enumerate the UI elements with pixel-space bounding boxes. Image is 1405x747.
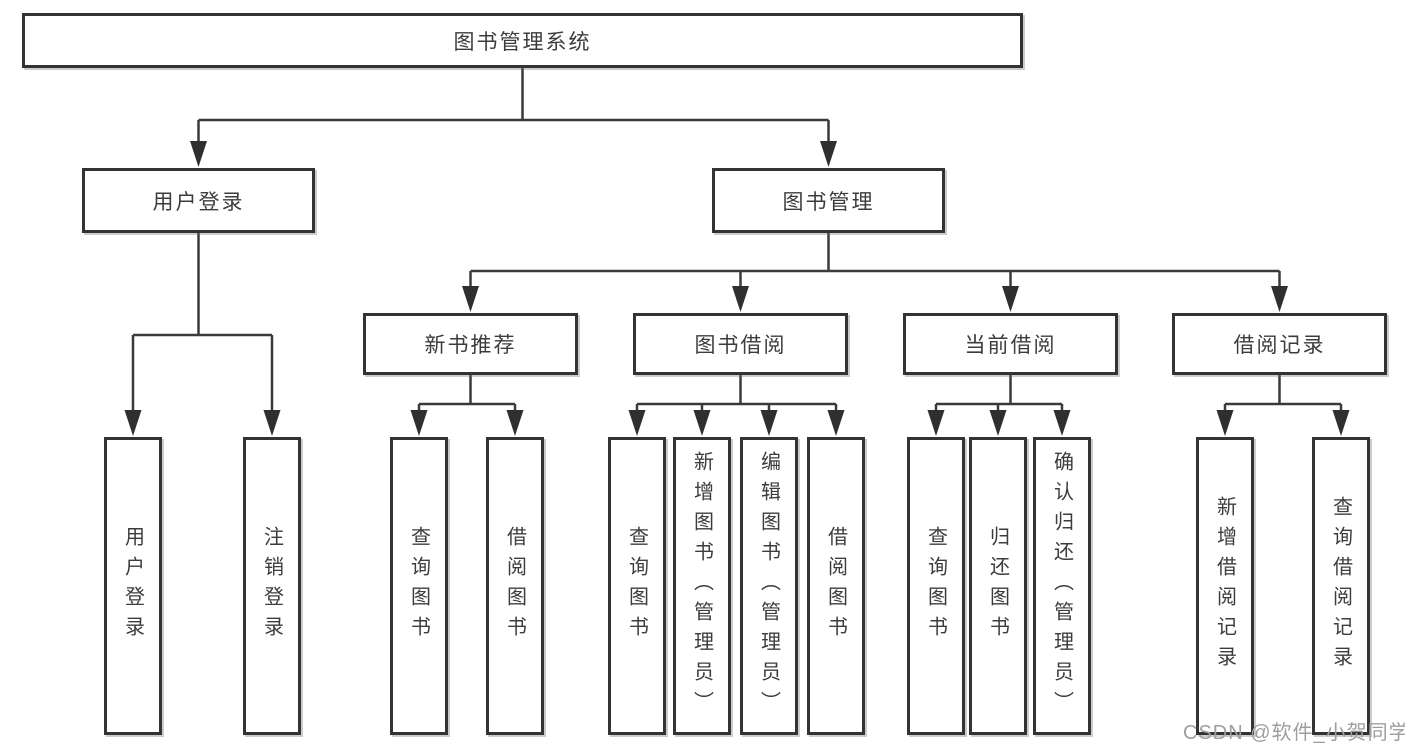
node-label: 借阅图书 [824,526,847,646]
node-new-book-recommendation: 新书推荐 [363,313,578,375]
node-current-borrowing: 当前借阅 [903,313,1118,375]
node-label: 查询借阅记录 [1329,496,1352,676]
node-borrowing-records: 借阅记录 [1172,313,1387,375]
arrowhead [124,410,142,436]
arrowhead [506,410,524,436]
node-library-management-system: 图书管理系统 [22,13,1023,68]
node-label: 用户登录 [121,526,144,646]
leaf-return-books: 归还图书 [969,437,1027,735]
leaf-add-books-admin: 新增图书（管理员） [673,437,731,735]
arrowhead [693,410,711,436]
node-label: 查询图书 [407,526,430,646]
arrowhead [1216,410,1234,436]
node-label: 归还图书 [986,526,1009,646]
csdn-watermark: CSDN @软件_小贺同学 [1183,722,1405,744]
arrowhead [410,410,428,436]
node-label: 查询图书 [625,526,648,646]
arrowhead [927,410,945,436]
leaf-confirm-return-admin: 确认归还（管理员） [1033,437,1091,735]
node-label: 确认归还（管理员） [1050,451,1073,721]
arrowhead [1271,286,1288,312]
arrowhead [628,410,646,436]
node-label: 查询图书 [924,526,947,646]
arrowhead [1332,410,1350,436]
node-label: 图书借阅 [694,334,787,357]
arrowhead [263,410,281,436]
arrowhead [989,410,1007,436]
arrowhead [760,410,778,436]
node-label: 新增借阅记录 [1213,496,1236,676]
node-label: 新书推荐 [424,334,517,357]
arrowhead [820,141,837,167]
node-book-management: 图书管理 [712,168,945,233]
connector-book-borrowing-children [635,375,838,414]
leaf-query-books-current: 查询图书 [907,437,965,735]
arrowhead [1053,410,1071,436]
connector-user-login-children [131,233,274,414]
connector-book-management-children [469,233,1281,290]
connector-current-borrowing-children [934,375,1064,414]
node-label: 借阅图书 [503,526,526,646]
arrowhead-group [124,141,1350,436]
arrowhead [1002,286,1019,312]
node-label: 图书管理 [782,190,875,214]
arrowhead [190,141,207,167]
leaf-borrow-books-borrowing: 借阅图书 [807,437,865,735]
node-label: 图书管理系统 [453,30,592,54]
connector-root-to-level2 [197,68,830,144]
leaf-logout: 注销登录 [243,437,301,735]
arrowhead [462,286,479,312]
leaf-query-borrow-record: 查询借阅记录 [1312,437,1370,735]
arrowhead [732,286,749,312]
arrowhead [827,410,845,436]
node-book-borrowing: 图书借阅 [633,313,848,375]
node-label: 注销登录 [260,526,283,646]
connector-new-book-children [417,375,517,414]
node-label: 借阅记录 [1233,334,1326,357]
leaf-edit-books-admin: 编辑图书（管理员） [740,437,798,735]
leaf-borrow-books-recommend: 借阅图书 [486,437,544,735]
node-label: 用户登录 [152,190,245,214]
node-user-login: 用户登录 [82,168,315,233]
node-label: 当前借阅 [964,334,1057,357]
node-label: 编辑图书（管理员） [757,451,780,721]
leaf-add-borrow-record: 新增借阅记录 [1196,437,1254,735]
leaf-query-books-recommend: 查询图书 [390,437,448,735]
leaf-user-login: 用户登录 [104,437,162,735]
node-label: 新增图书（管理员） [690,451,713,721]
connector-borrowing-records-children [1223,375,1343,414]
leaf-query-books-borrowing: 查询图书 [608,437,666,735]
